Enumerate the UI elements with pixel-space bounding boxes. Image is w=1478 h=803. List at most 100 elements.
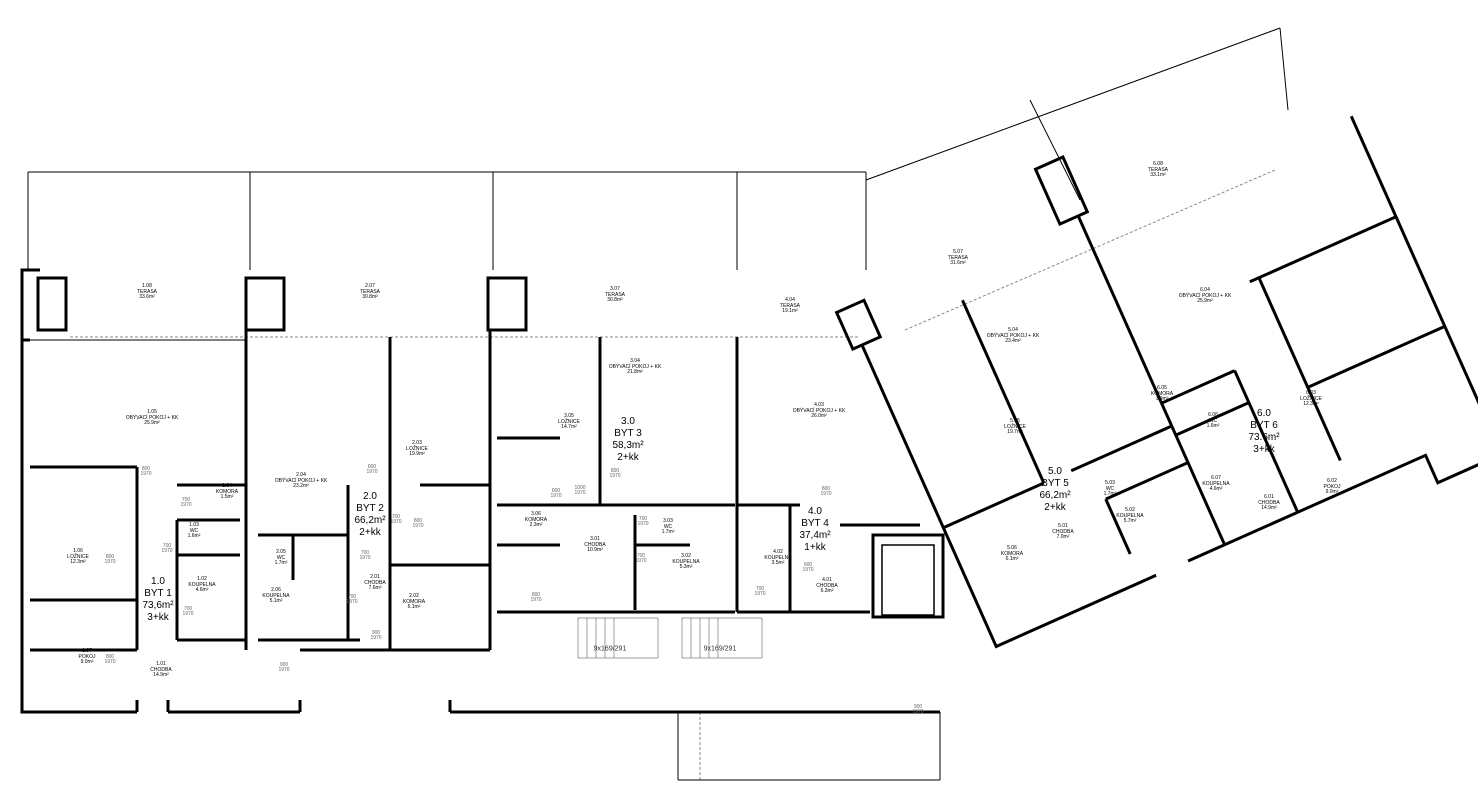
room-area: 12.3m²	[1303, 400, 1319, 407]
room-area: 14.9m²	[1261, 504, 1277, 511]
door-height: 1970	[180, 502, 192, 508]
room-name: CHODBA	[816, 582, 838, 589]
room-no: 1.07	[82, 647, 92, 654]
door-height: 1970	[370, 635, 382, 641]
room-name: LOŽNICE	[1004, 423, 1026, 430]
room-name: WC	[1105, 485, 1115, 492]
room-no: 5.01	[1058, 522, 1068, 529]
room-area: 5.7m²	[1123, 517, 1137, 524]
door-width: 800	[367, 464, 377, 470]
room-area: 33.1m²	[1150, 171, 1166, 178]
room-area: 1.7m²	[274, 559, 288, 566]
unit-type: 3+kk	[1253, 444, 1275, 455]
room-name: LOŽNICE	[558, 418, 580, 425]
room-name: KOUPELNA	[262, 592, 290, 599]
door-width: 800	[105, 654, 115, 660]
room-no: 5.06	[1007, 544, 1017, 551]
room-name: KOMORA	[524, 516, 548, 523]
room-name: WC	[189, 527, 199, 534]
room-area: 1.7m²	[661, 528, 675, 535]
room-name: OBÝVACÍ POKOJ + KK	[1178, 292, 1232, 299]
room-name: KOUPELNA	[188, 581, 216, 588]
room-name: TERASA	[604, 291, 626, 298]
unit-area: 66,2m²	[1039, 490, 1071, 501]
room-area: 1.6m²	[187, 532, 201, 539]
stair-label: 9x169/291	[593, 645, 627, 653]
door-height: 1970	[390, 519, 402, 525]
room-area: 9.0m²	[80, 658, 94, 665]
door-width: 900	[371, 630, 381, 636]
room-name: CHODBA	[364, 579, 386, 586]
room-no: 6.05	[1157, 384, 1167, 391]
unit-name: BYT 5	[1041, 478, 1069, 489]
room-name: TERASA	[136, 288, 158, 295]
unit-type: 3+kk	[147, 612, 169, 623]
door-height: 1970	[161, 548, 173, 554]
room-no: 6.02	[1327, 477, 1337, 484]
room-area: 30.8m²	[362, 293, 378, 300]
room-no: 1.08	[142, 282, 152, 289]
door-height: 1970	[346, 599, 358, 605]
room-area: 6.3m²	[820, 587, 834, 594]
unit-id: 6.0	[1257, 408, 1271, 419]
room-no: 2.01	[370, 573, 380, 580]
unit-id: 1.0	[151, 576, 165, 587]
unit-name: BYT 4	[801, 518, 829, 529]
unit-type: 2+kk	[617, 452, 639, 463]
room-area: 21.8m²	[627, 368, 643, 375]
door-height: 1970	[359, 555, 371, 561]
room-area: 23.4m²	[1005, 337, 1021, 344]
room-area: 9.0m²	[1325, 488, 1339, 495]
door-width: 800	[105, 554, 115, 560]
door-width: 700	[183, 606, 193, 612]
door-width: 700	[636, 553, 646, 559]
room-no: 3.03	[663, 517, 673, 524]
room-no: 2.05	[276, 548, 286, 555]
room-area: 31.6m²	[950, 259, 966, 266]
room-no: 2.06	[271, 586, 281, 593]
unit-area: 73.6m²	[1248, 432, 1280, 443]
room-no: 5.04	[1008, 326, 1018, 333]
door-height: 1970	[182, 611, 194, 617]
door-height: 1970	[278, 667, 290, 673]
room-no: 1.06	[73, 547, 83, 554]
door-height: 1970	[574, 490, 586, 496]
room-name: TERASA	[947, 254, 969, 261]
room-no: 4.04	[785, 296, 795, 303]
door-height: 1970	[609, 473, 621, 479]
room-area: 25.9m²	[144, 419, 160, 426]
room-name: WC	[276, 554, 286, 561]
room-area: 6.1m²	[1005, 555, 1019, 562]
room-no: 3.01	[590, 535, 600, 542]
